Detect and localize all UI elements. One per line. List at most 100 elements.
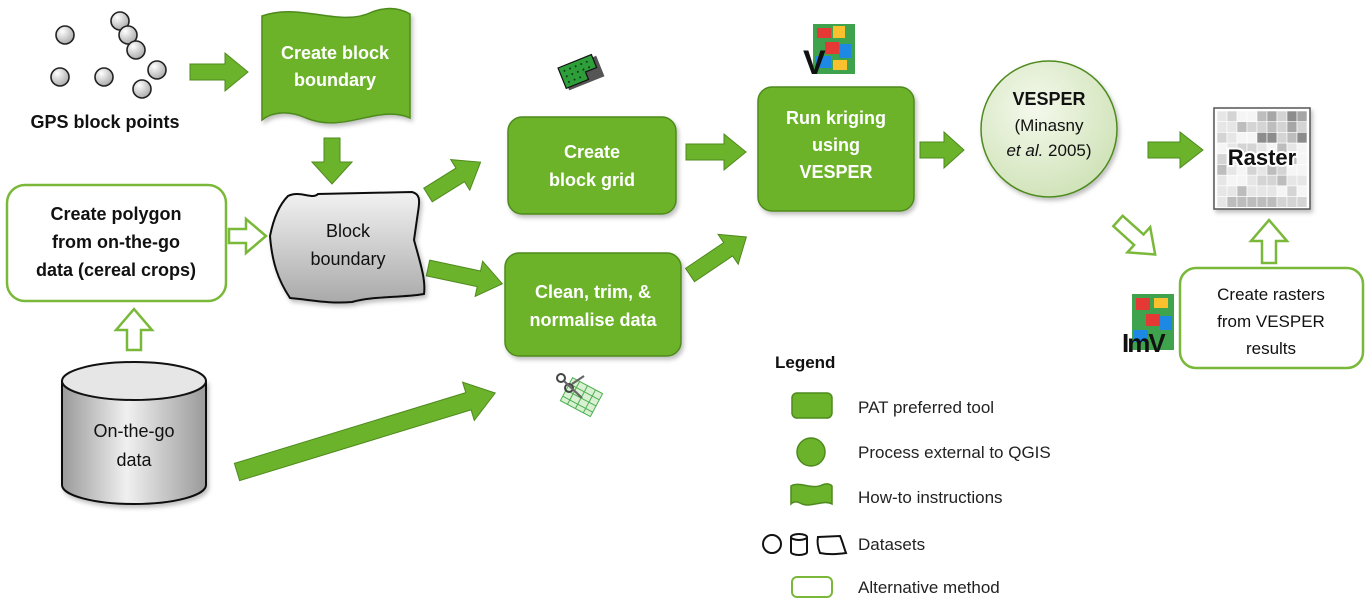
imv-icon: ImV xyxy=(1122,294,1174,358)
vesper-line2: (Minasny xyxy=(1015,116,1084,135)
legend: Legend PAT preferred tool Process extern… xyxy=(762,353,1051,598)
create-rasters-node: Create rasters from VESPER results xyxy=(1178,266,1365,370)
imv-icon-letter: ImV xyxy=(1122,328,1166,358)
create-block-grid-node: Create block grid xyxy=(507,116,677,215)
raster-cell xyxy=(1276,185,1288,197)
raster-cell xyxy=(1246,185,1258,197)
raster-cell xyxy=(1246,196,1258,208)
raster-cell xyxy=(1276,132,1288,144)
raster-cell xyxy=(1216,196,1228,208)
raster-cell xyxy=(1236,110,1248,122)
run-kriging-line2: using xyxy=(812,135,860,155)
gps-point-icon xyxy=(132,79,152,99)
arrow-vesper-to-create-rasters xyxy=(1111,214,1157,256)
legend-external-swatch xyxy=(796,437,826,467)
howto-shape xyxy=(261,7,411,124)
raster-cell xyxy=(1296,142,1308,155)
legend-howto-swatch xyxy=(790,483,833,506)
cylinder-top xyxy=(61,361,207,401)
raster-cell xyxy=(1266,174,1278,187)
raster-cell xyxy=(1216,132,1228,144)
raster-cell xyxy=(1296,153,1308,165)
raster-cell xyxy=(1266,121,1278,133)
create-rasters-line3: results xyxy=(1246,339,1296,358)
external-circle xyxy=(980,60,1118,198)
create-block-grid-line2: block grid xyxy=(549,170,635,190)
legend-howto-label: How-to instructions xyxy=(858,488,1003,507)
cylinder-body xyxy=(61,380,207,505)
raster-cell xyxy=(1226,185,1238,197)
vesper-line3: et al. 2005) xyxy=(1006,141,1091,160)
alternative-box xyxy=(1178,266,1365,370)
raster-cell xyxy=(1236,121,1248,133)
run-kriging-line1: Run kriging xyxy=(786,108,886,128)
flow-arrows xyxy=(189,51,1204,482)
block-boundary-line2: boundary xyxy=(310,249,385,269)
raster-cell xyxy=(1296,196,1308,208)
on-the-go-line2: data xyxy=(116,450,152,470)
create-polygon-line1: Create polygon xyxy=(50,204,181,224)
raster-cell xyxy=(1226,132,1238,144)
scissors-icon xyxy=(556,373,604,418)
legend-title: Legend xyxy=(775,353,835,372)
vesper-icon-letter: V xyxy=(803,44,826,82)
on-the-go-line1: On-the-go xyxy=(93,421,174,441)
arrow-boundary-to-grid xyxy=(423,159,482,203)
raster-cell xyxy=(1226,196,1238,208)
raster-cell xyxy=(1246,110,1258,122)
raster-cell xyxy=(1266,185,1278,197)
raster-cell xyxy=(1256,121,1268,133)
raster-grid-icon xyxy=(1216,110,1308,208)
legend-datasets-label: Datasets xyxy=(858,535,925,554)
gps-point-icon xyxy=(94,67,114,87)
raster-cell xyxy=(1276,110,1288,122)
raster-cell xyxy=(1236,185,1248,197)
raster-cell xyxy=(1236,132,1248,144)
raster-cell xyxy=(1246,132,1258,144)
raster-cell xyxy=(1236,174,1248,187)
raster-cell xyxy=(1216,174,1228,187)
arrow-gps-to-howto xyxy=(189,51,249,93)
arrow-data-to-clean xyxy=(233,381,497,482)
gps-block-points: GPS block points xyxy=(30,11,180,132)
arrow-clean-to-kriging xyxy=(684,233,748,283)
raster-cell xyxy=(1256,185,1268,197)
raster-cell xyxy=(1226,110,1238,122)
gps-point-icon xyxy=(118,25,138,45)
clean-trim-line1: Clean, trim, & xyxy=(535,282,651,302)
legend-tool-swatch xyxy=(791,392,833,419)
raster-node: Raster xyxy=(1213,107,1311,210)
boundary-shape xyxy=(268,190,426,304)
raster-cell xyxy=(1266,132,1278,144)
run-kriging-node: Run kriging using VESPER xyxy=(757,86,915,212)
tool-box xyxy=(757,86,915,212)
on-the-go-data-node: On-the-go data xyxy=(61,361,207,505)
raster-label: Raster xyxy=(1228,145,1297,170)
raster-cell xyxy=(1226,121,1238,133)
create-polygon-line2: from on-the-go xyxy=(52,232,180,252)
arrow-grid-to-kriging xyxy=(685,132,747,172)
legend-alternative-label: Alternative method xyxy=(858,578,1000,597)
arrow-create-rasters-to-raster xyxy=(1248,218,1290,265)
block-boundary-line1: Block xyxy=(326,221,371,241)
raster-cell xyxy=(1266,196,1278,208)
raster-cell xyxy=(1256,110,1268,122)
raster-cell xyxy=(1256,174,1268,187)
create-block-grid-line1: Create xyxy=(564,142,620,162)
vesper-icon: V xyxy=(803,24,855,82)
raster-cell xyxy=(1286,196,1298,208)
raster-cell xyxy=(1296,164,1308,176)
vesper-title: VESPER xyxy=(1012,89,1085,109)
alternative-box xyxy=(5,183,228,303)
raster-cell xyxy=(1216,142,1228,155)
raster-cell xyxy=(1246,174,1258,187)
create-block-boundary-node: Create block boundary xyxy=(261,7,411,124)
legend-external-label: Process external to QGIS xyxy=(858,443,1051,462)
vesper-year: 2005) xyxy=(1043,141,1091,160)
vesper-et-al: et al. xyxy=(1006,141,1043,160)
raster-cell xyxy=(1296,110,1308,122)
raster-cell xyxy=(1276,196,1288,208)
tool-box xyxy=(507,116,677,215)
gps-block-points-label: GPS block points xyxy=(30,112,179,132)
arrow-kriging-to-vesper xyxy=(919,130,965,170)
